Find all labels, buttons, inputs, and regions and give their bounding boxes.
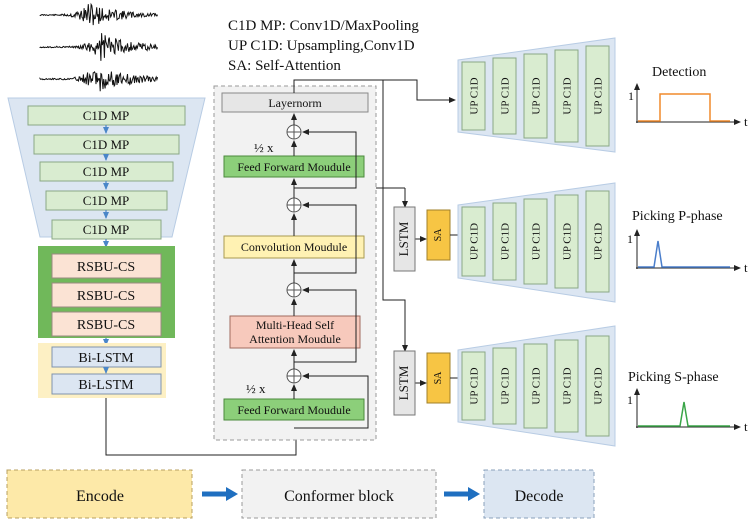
c1d-mp-label-1: C1D MP (83, 108, 130, 123)
p-phase-up-c1d-label-2: UP C1D (500, 223, 512, 260)
p-phase-up-c1d-label-1: UP C1D (469, 223, 481, 260)
bottom-legend: Encode Conformer block Decode (6, 469, 595, 519)
decoder-s-phase: LSTM SA UP C1D UP C1D UP C1D UP C1D UP C1D (393, 325, 616, 447)
legend-up-c1d: UP C1D: Upsampling,Conv1D (228, 38, 415, 54)
sa-label-p: SA (433, 228, 444, 242)
bilstm-label-1: Bi-LSTM (78, 351, 134, 366)
conformer-legend-box (241, 469, 437, 519)
bilstm-block-2 (51, 373, 162, 395)
waveform-1 (39, 2, 159, 26)
p-phase-curve (638, 240, 730, 268)
lstm-label-s: LSTM (396, 365, 411, 400)
legend-c1d-mp: C1D MP: Conv1D/MaxPooling (228, 18, 419, 34)
output-detection: Detection 1 t (628, 65, 748, 129)
detection-up-c1d-label-3: UP C1D (531, 77, 543, 114)
detection-title: Detection (652, 65, 706, 80)
p-phase-axis-x: t (744, 260, 748, 275)
ffn-bottom-label: Feed Forward Moudule (237, 403, 350, 417)
layernorm-block (221, 92, 369, 113)
layernorm-label: Layernorm (268, 96, 322, 110)
detection-up-c1d-block-2 (492, 57, 517, 135)
s-phase-up-c1d-label-1: UP C1D (469, 367, 481, 404)
detection-up-c1d-label-1: UP C1D (469, 77, 481, 114)
bilstm-label-2: Bi-LSTM (78, 378, 134, 393)
s-phase-up-c1d-label-2: UP C1D (500, 367, 512, 404)
rsbu-block-1 (51, 253, 162, 279)
c1d-mp-label-5: C1D MP (83, 222, 130, 237)
p-phase-up-c1d-block-5 (585, 190, 610, 293)
lstm-block-s (393, 350, 416, 416)
p-phase-up-c1d-label-5: UP C1D (593, 223, 605, 260)
sa-label-s: SA (433, 371, 444, 385)
s-phase-title: Picking S-phase (628, 370, 719, 385)
p-phase-up-c1d-block-2 (492, 202, 517, 281)
p-phase-up-c1d-label-4: UP C1D (562, 223, 574, 260)
encoder-to-conformer-line (105, 398, 299, 456)
conformer-legend-label: Conformer block (284, 488, 394, 505)
s-phase-up-c1d-block-5 (585, 335, 610, 437)
waveform-3 (39, 71, 159, 92)
p-phase-axis-y: 1 (627, 232, 633, 246)
detection-axis-x: t (744, 114, 748, 129)
mhsa-label-line2: Attention Moudule (249, 332, 341, 346)
s-phase-up-c1d-block-4 (554, 339, 579, 433)
p-phase-up-c1d-block-3 (523, 198, 548, 285)
c1d-mp-label-3: C1D MP (83, 164, 130, 179)
p-phase-title: Picking P-phase (632, 209, 723, 224)
rsbu-block-2 (51, 282, 162, 308)
s-phase-curve (638, 401, 730, 427)
lstm-label-p: LSTM (396, 221, 411, 256)
c1d-mp-label-2: C1D MP (83, 137, 130, 152)
abbreviation-legend: C1D MP: Conv1D/MaxPooling UP C1D: Upsamp… (228, 18, 419, 74)
decoder-connections (376, 79, 456, 386)
decode-legend-box (483, 469, 595, 519)
p-phase-up-c1d-block-1 (461, 206, 486, 277)
output-s-phase: Picking S-phase 1 t (627, 370, 748, 434)
rsbu-label-2: RSBU-CS (77, 289, 135, 304)
s-phase-up-c1d-block-2 (492, 347, 517, 425)
output-p-phase: Picking P-phase 1 t (627, 209, 748, 275)
encode-legend-box (6, 469, 193, 519)
mhsa-label-line1: Multi-Head Self (256, 318, 334, 332)
decoder-p-phase: LSTM SA UP C1D UP C1D UP C1D UP C1D UP C1D (393, 182, 616, 303)
lstm-block-p (393, 206, 416, 272)
s-phase-up-c1d-label-5: UP C1D (593, 367, 605, 404)
decode-legend-label: Decode (515, 488, 564, 505)
detection-up-c1d-block-5 (585, 45, 610, 147)
encoder: C1D MP C1D MP C1D MP C1D MP C1D MP RSBU-… (7, 97, 206, 398)
detection-up-c1d-label-5: UP C1D (593, 77, 605, 114)
s-phase-axis-y: 1 (627, 393, 633, 407)
s-phase-up-c1d-label-4: UP C1D (562, 367, 574, 404)
detection-up-c1d-block-4 (554, 49, 579, 143)
s-phase-axis-x: t (744, 419, 748, 434)
conformer-block: Layernorm ½ x ½ x Feed Forward Moudule C… (213, 79, 384, 441)
encode-legend-label: Encode (76, 488, 124, 505)
detection-axis-y: 1 (628, 89, 634, 103)
s-phase-up-c1d-block-3 (523, 343, 548, 429)
rsbu-label-3: RSBU-CS (77, 318, 135, 333)
waveform-2 (39, 33, 159, 61)
detection-curve (638, 93, 730, 122)
detection-up-c1d-label-4: UP C1D (562, 77, 574, 114)
conv-module-label: Convolution Moudule (241, 240, 347, 254)
half-label-bottom: ½ x (246, 381, 266, 396)
p-phase-up-c1d-block-4 (554, 194, 579, 289)
seismic-waveforms (39, 2, 159, 92)
detection-up-c1d-block-1 (461, 61, 486, 131)
s-phase-up-c1d-label-3: UP C1D (531, 367, 543, 404)
ffn-top-label: Feed Forward Moudule (237, 160, 350, 174)
s-phase-up-c1d-block-1 (461, 351, 486, 421)
detection-up-c1d-block-3 (523, 53, 548, 139)
decoder-detection: UP C1D UP C1D UP C1D UP C1D UP C1D (457, 37, 616, 153)
half-label-top: ½ x (254, 140, 274, 155)
rsbu-block-3 (51, 311, 162, 337)
rsbu-label-1: RSBU-CS (77, 260, 135, 275)
detection-up-c1d-label-2: UP C1D (500, 77, 512, 114)
c1d-mp-label-4: C1D MP (83, 193, 130, 208)
p-phase-up-c1d-label-3: UP C1D (531, 223, 543, 260)
legend-sa: SA: Self-Attention (228, 58, 341, 74)
mhsa-block (229, 315, 361, 349)
